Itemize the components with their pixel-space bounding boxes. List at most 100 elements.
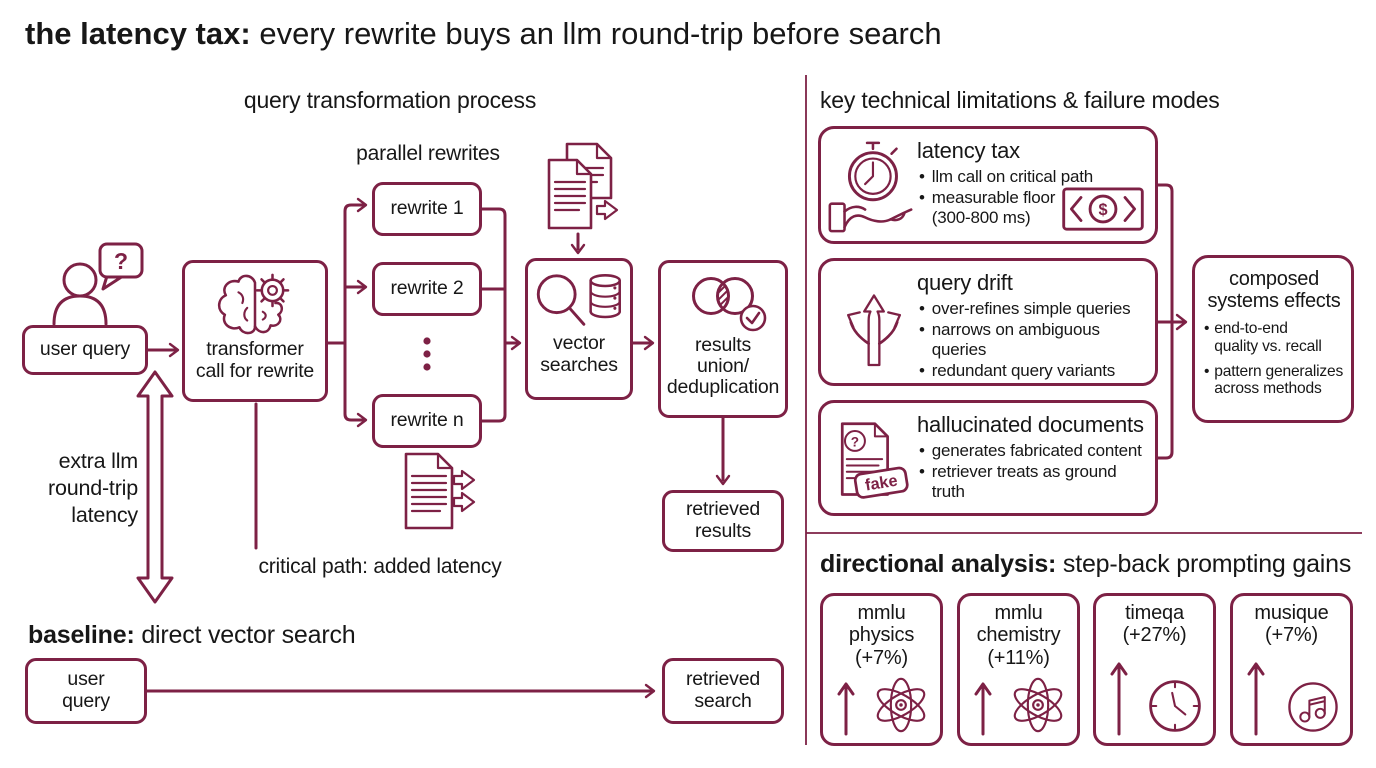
bullet-text: end-to-end quality vs. recall (1214, 320, 1322, 355)
rewrite-n-box: rewrite n (372, 394, 482, 448)
bullet-item: • measurable floor (300-800 ms) (917, 188, 1147, 227)
stopwatch-hand-icon (828, 141, 913, 233)
benchmark-timeqa: timeqa (+27%) (1093, 593, 1216, 746)
directional-analysis-lead: directional analysis: (820, 550, 1057, 578)
vector-searches-label: vector searches (540, 332, 618, 376)
rewrite-2-label: rewrite 2 (390, 277, 464, 300)
rewrite-n-label: rewrite n (390, 409, 464, 432)
bracket-transformer-to-rewrites (326, 197, 368, 428)
money-icon: $ (1062, 187, 1144, 231)
benchmark-icon-row (1245, 658, 1342, 736)
baseline-user-query-box: user query (25, 658, 147, 724)
bullet-text: redundant query variants (931, 361, 1116, 381)
bracket-rewrites-to-vector (480, 207, 522, 423)
double-arrow-latency (136, 370, 174, 604)
benchmark-mmlu-chemistry: mmlu chemistry (+11%) (957, 593, 1080, 746)
atom-icon (1013, 677, 1063, 733)
arrow-docs-to-vector (570, 232, 586, 255)
bullet-marker: • (919, 167, 925, 186)
benchmark-label: mmlu chemistry (+11%) (976, 602, 1061, 669)
bullet-marker: • (919, 299, 925, 318)
limitations-section-header: key technical limitations & failure mode… (820, 87, 1220, 113)
baseline-header: baseline: direct vector search (28, 621, 356, 650)
benchmark-icon-row (1108, 658, 1205, 736)
bullet-text: pattern generalizes across methods (1214, 362, 1344, 398)
bullet-text: llm call on critical path (931, 167, 1094, 186)
query-drift-title: query drift (917, 270, 1013, 295)
benchmark-icon-row (972, 674, 1069, 736)
bullet-item: • end-to-end quality vs. recall (1204, 320, 1344, 356)
extra-latency-label: extra llm round-trip latency (47, 449, 138, 527)
directional-analysis-rest: step-back prompting gains (1062, 550, 1352, 578)
up-arrow-icon (1247, 662, 1265, 736)
latency-tax-card: latency tax • llm call on critical path … (818, 126, 1158, 244)
benchmark-musique: musique (+7%) (1230, 593, 1353, 746)
bullet-text: retriever treats as ground truth (931, 462, 1117, 501)
brain-gear-icon (217, 273, 290, 335)
retrieved-results-box: retrieved results (662, 490, 784, 552)
music-note-icon (1288, 682, 1338, 732)
ellipsis-dots (423, 337, 431, 371)
bullet-marker: • (919, 462, 925, 482)
benchmark-label: musique (+7%) (1254, 602, 1329, 647)
atom-icon (876, 677, 926, 733)
bullet-item: • over-refines simple queries (917, 299, 1147, 318)
transformer-label: transformer call for rewrite (195, 338, 315, 382)
retrieved-search-box: retrieved search (662, 658, 784, 724)
benchmark-mmlu-physics: mmlu physics (+7%) (820, 593, 943, 746)
directional-analysis-header: directional analysis: step-back promptin… (820, 550, 1351, 579)
documents-arrows-icon (547, 142, 619, 230)
retrieved-results-label: retrieved results (685, 498, 761, 542)
bullet-marker: • (1204, 362, 1210, 380)
user-query-label: user query (39, 338, 131, 361)
fake-document-icon: ? fake (840, 422, 909, 499)
query-drift-card: query drift • over-refines simple querie… (818, 258, 1158, 386)
hallucinated-documents-title: hallucinated documents (917, 412, 1144, 437)
arrow-baseline (145, 683, 656, 699)
bullet-text: over-refines simple queries (931, 299, 1131, 318)
results-union-label: results union/ deduplication (666, 334, 780, 399)
bullet-marker: • (919, 441, 925, 460)
critical-path-label: critical path: added latency (258, 555, 502, 578)
composed-systems-box: composed systems effects • end-to-end qu… (1192, 255, 1354, 423)
svg-text:?: ? (114, 248, 128, 274)
vector-searches-box: vector searches (525, 258, 633, 400)
baseline-user-query-label: user query (62, 668, 110, 712)
up-arrow-icon (1110, 662, 1128, 736)
branching-arrows-icon (846, 294, 902, 367)
rewrite-1-box: rewrite 1 (372, 182, 482, 236)
hallucinated-documents-card: ? fake hallucinated documents • generate… (818, 400, 1158, 516)
bullet-text: narrows on ambiguous queries (931, 320, 1100, 359)
bullet-item: • pattern generalizes across methods (1204, 363, 1344, 399)
clock-icon (1149, 680, 1201, 732)
latency-tax-title: latency tax (917, 138, 1020, 163)
venn-check-icon (692, 277, 767, 332)
page-title-lead: the latency tax: (25, 16, 251, 51)
composed-systems-title: composed systems effects (1207, 268, 1341, 312)
arrow-results-to-retrieved (715, 416, 731, 486)
process-section-header: query transformation process (243, 87, 537, 113)
user-query-box: user query (22, 325, 148, 375)
parallel-rewrites-label: parallel rewrites (356, 142, 500, 165)
rewrite-1-label: rewrite 1 (390, 197, 464, 220)
svg-text:?: ? (851, 434, 859, 449)
bullet-item: • narrows on ambiguous queries (917, 320, 1147, 359)
bullet-marker: • (919, 188, 925, 208)
benchmark-label: timeqa (+27%) (1122, 602, 1187, 647)
svg-text:$: $ (1098, 201, 1107, 219)
documents-arrows-icon-2 (404, 452, 476, 530)
retrieved-search-label: retrieved search (685, 668, 761, 712)
bullet-item: • redundant query variants (917, 361, 1147, 380)
up-arrow-icon (837, 682, 855, 736)
bullet-marker: • (919, 320, 925, 340)
baseline-header-lead: baseline: (28, 621, 135, 649)
benchmark-label: mmlu physics (+7%) (848, 602, 915, 669)
user-person-icon: ? (52, 242, 144, 326)
page-title: the latency tax: every rewrite buys an l… (25, 16, 942, 52)
transformer-box: transformer call for rewrite (182, 260, 328, 402)
svg-text:fake: fake (864, 472, 899, 495)
bullet-item: • generates fabricated content (917, 441, 1147, 460)
arrow-user-to-transformer (146, 342, 180, 358)
bullet-item: • retriever treats as ground truth (917, 462, 1147, 501)
